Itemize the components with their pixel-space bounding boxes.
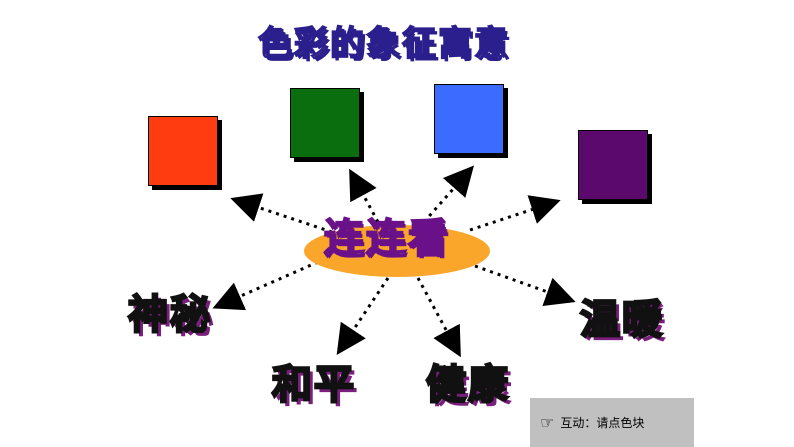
hub-ellipse <box>304 225 490 277</box>
swatch-purple[interactable] <box>578 130 648 200</box>
arrow-to-health <box>416 277 461 358</box>
page-title: 色彩的象征寓意 <box>257 23 510 65</box>
word-mystery[interactable]: 神秘 <box>127 291 212 340</box>
pointing-hand-icon: ☞ <box>540 413 555 432</box>
word-health[interactable]: 健康 <box>425 361 510 410</box>
arrow-to-purple <box>469 195 561 232</box>
hint-text: 互动：请点色块 <box>560 416 645 430</box>
word-peace[interactable]: 和平 <box>271 361 356 410</box>
swatch-blue[interactable] <box>434 84 504 154</box>
arrow-to-peace <box>336 277 390 355</box>
word-warmth[interactable]: 温暖 <box>579 296 664 345</box>
arrow-to-blue <box>422 165 474 223</box>
swatch-red[interactable] <box>148 116 218 186</box>
arrow-to-red <box>230 193 333 234</box>
arrow-to-green <box>349 168 380 223</box>
swatch-green[interactable] <box>290 88 360 158</box>
interaction-hint: ☞ 互动：请点色块 <box>530 398 694 447</box>
hub-label[interactable]: 连连看 <box>323 215 450 263</box>
arrow-to-mystery <box>212 260 319 311</box>
arrow-to-warmth <box>474 264 576 307</box>
